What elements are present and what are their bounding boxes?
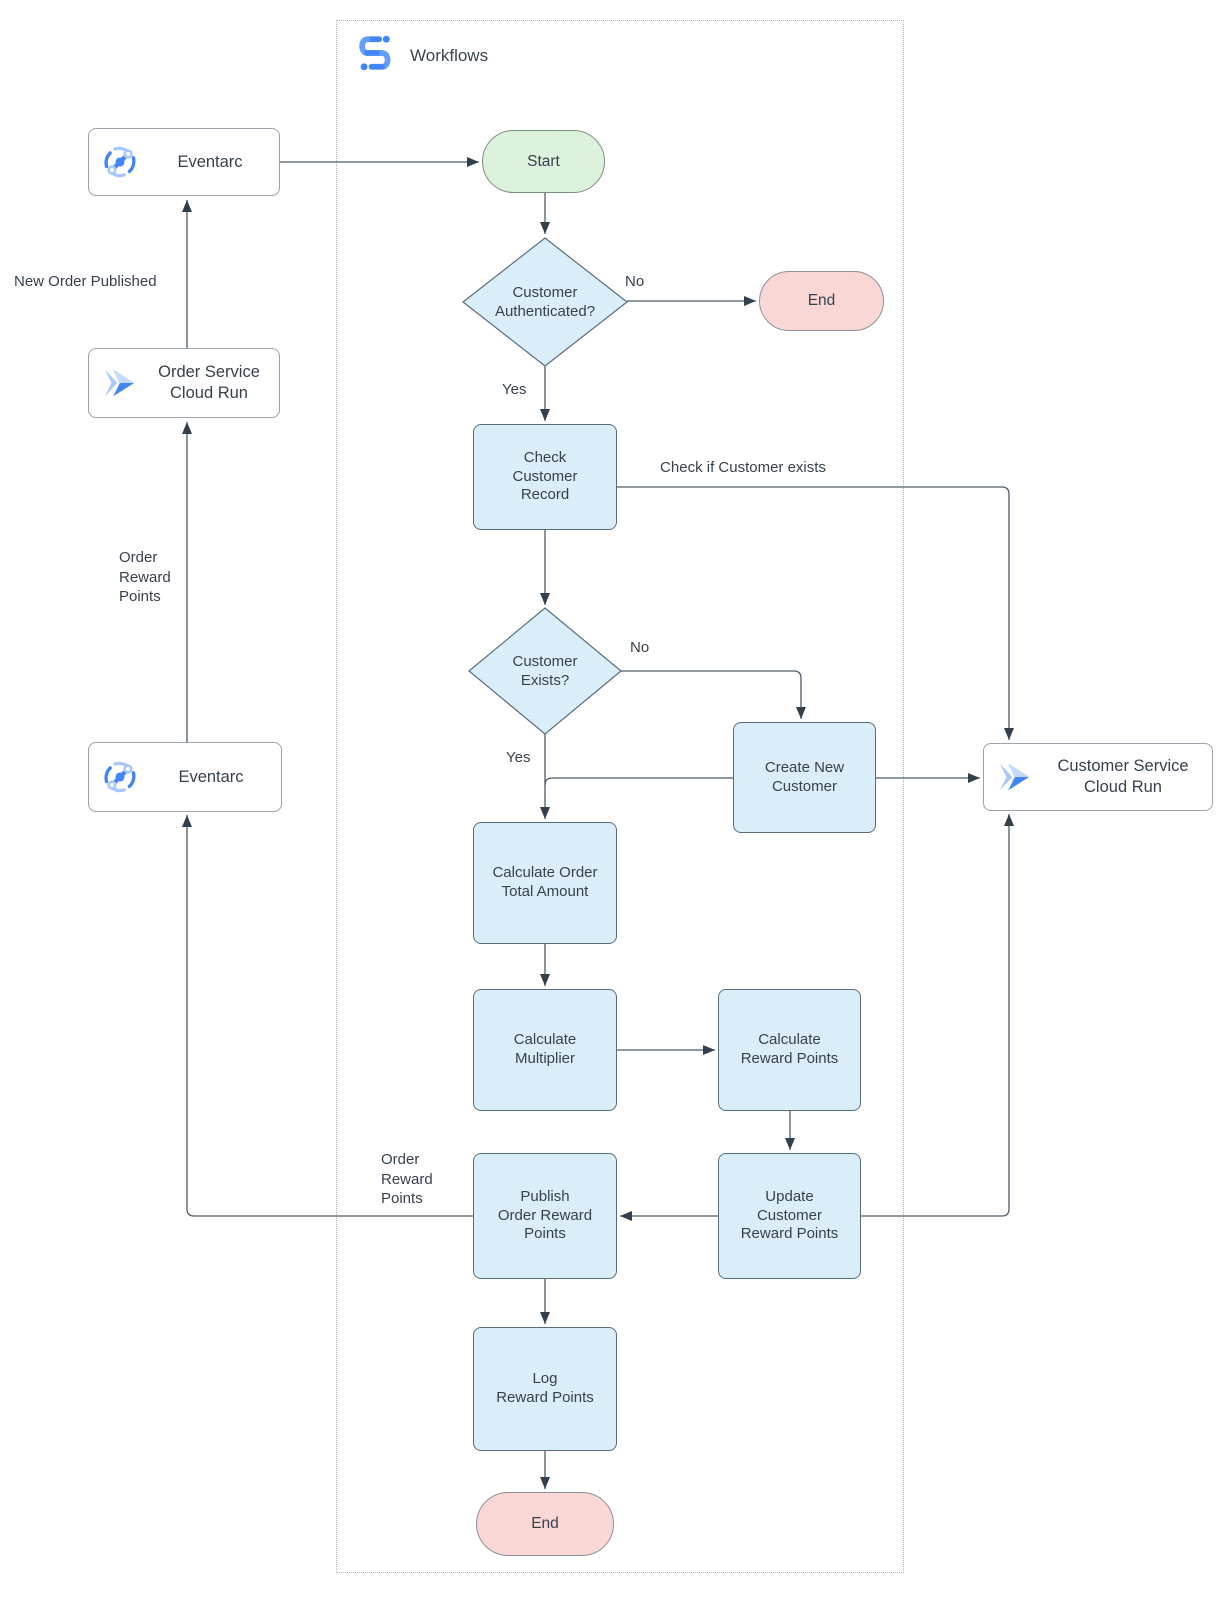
node-check-customer-record: Check Customer Record <box>473 424 617 530</box>
workflows-header: Workflows <box>352 30 488 81</box>
workflows-title: Workflows <box>410 45 489 65</box>
node-label: End <box>531 1515 559 1533</box>
node-label: Eventarc <box>177 152 243 171</box>
node-calculate-reward-points: Calculate Reward Points <box>718 989 861 1111</box>
node-customer-service-cloud-run: Customer Service Cloud Run <box>983 743 1213 811</box>
node-create-new-customer: Create New Customer <box>733 722 876 833</box>
decision-label-customer-exists: Customer Exists? <box>512 652 578 690</box>
node-publish-order-reward-points: Publish Order Reward Points <box>473 1153 617 1279</box>
node-log-reward-points: Log Reward Points <box>473 1327 617 1451</box>
decision-label-customer-authenticated: Customer Authenticated? <box>494 283 596 321</box>
node-label: Eventarc <box>178 767 244 786</box>
workflows-container <box>336 20 904 1573</box>
node-label: Order Service Cloud Run <box>158 363 260 402</box>
node-label: Customer Service Cloud Run <box>1057 757 1189 796</box>
edge-label-check-if-customer-exists: Check if Customer exists <box>660 459 826 476</box>
edge-create-customer-merge <box>544 777 733 786</box>
eventarc-icon <box>99 141 141 183</box>
node-start: Start <box>482 130 605 193</box>
cloud-run-icon <box>99 363 139 403</box>
node-calculate-order-total: Calculate Order Total Amount <box>473 822 617 944</box>
workflows-icon <box>352 30 398 81</box>
edge-label-new-order-published: New Order Published <box>14 273 157 290</box>
edge-label-no-exists: No <box>630 639 650 656</box>
edge-label-order-reward-points-left: Order Reward Points <box>119 549 171 605</box>
edge-label-no-authenticated: No <box>625 273 645 290</box>
eventarc-icon <box>99 756 141 798</box>
edge-no-to-create-customer <box>621 670 806 719</box>
node-end-bottom: End <box>476 1492 614 1556</box>
node-label: Start <box>527 152 560 170</box>
decision-customer-exists <box>468 607 622 735</box>
edge-publish-to-eventarc2 <box>182 815 474 1217</box>
node-eventarc-top: Eventarc <box>88 128 280 196</box>
node-end-top: End <box>759 271 884 331</box>
decision-customer-authenticated <box>462 237 628 367</box>
edge-label-yes-authenticated: Yes <box>502 381 527 398</box>
node-calculate-multiplier: Calculate Multiplier <box>473 989 617 1111</box>
edge-label-order-reward-points-bottom: Order Reward Points <box>381 1151 433 1207</box>
node-eventarc-bottom: Eventarc <box>88 742 282 812</box>
node-update-customer-reward-points: Update Customer Reward Points <box>718 1153 861 1279</box>
cloud-run-icon <box>994 757 1034 797</box>
edge-label-yes-exists: Yes <box>506 749 531 766</box>
node-order-service-cloud-run: Order Service Cloud Run <box>88 348 280 418</box>
edge-update-to-customer-service <box>861 814 1014 1217</box>
node-label: End <box>807 292 836 310</box>
edge-check-record-to-customer-service <box>617 486 1014 740</box>
